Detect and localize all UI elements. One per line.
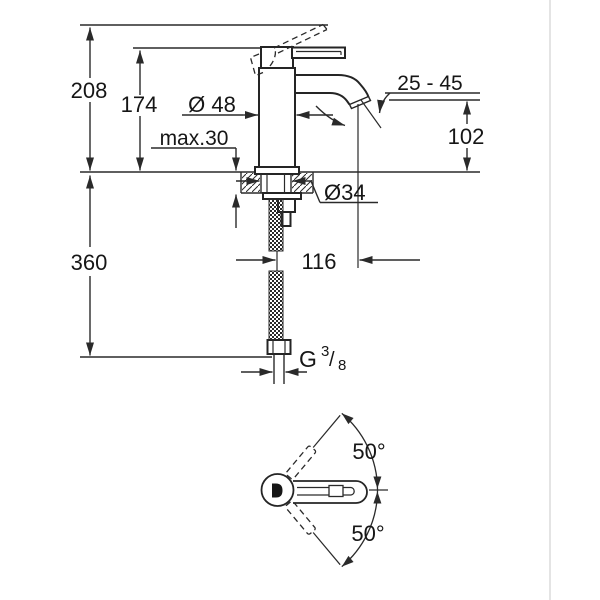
- deck-cross-section: [240, 172, 314, 194]
- dim-label-102: 102: [448, 124, 485, 149]
- hose-fitting-nut: [266, 339, 292, 355]
- lever-handle: [291, 46, 346, 59]
- handle-top-view: 50° 50°: [260, 412, 388, 568]
- raised-lever-ghost: [249, 23, 328, 77]
- dimension-hose-length: 360: [71, 175, 108, 356]
- swing-arc: [341, 412, 379, 568]
- dimension-overall-height: 208: [71, 27, 108, 171]
- dim-label-208: 208: [71, 78, 108, 103]
- handle-slot: [297, 486, 355, 496]
- deck-hatch-right: [292, 173, 312, 192]
- dim-label-174: 174: [121, 92, 158, 117]
- hub-indicator-mark: [272, 483, 283, 498]
- cartridge-cap: [260, 46, 294, 69]
- dim-label-2545: 25 - 45: [397, 72, 462, 95]
- faucet-body: [249, 23, 382, 268]
- thread-separator: /: [329, 349, 335, 371]
- thread-numerator: 3: [321, 343, 329, 360]
- handle-slot-insert: [328, 484, 344, 498]
- dimension-hole-diameter: Ø34: [236, 177, 378, 205]
- thread-prefix: G: [299, 346, 317, 372]
- dimension-thread-size: G 3 / 8: [241, 343, 346, 376]
- handle-ghost-lower: [285, 500, 341, 566]
- tilted-stream-line: [360, 99, 382, 129]
- hose-lower: [268, 270, 284, 341]
- arc-arrow-mid-lower: [373, 491, 382, 504]
- arc-arrow-lower: [341, 555, 354, 567]
- deck-hatch-left: [242, 173, 260, 192]
- hose-upper: [268, 198, 284, 252]
- front-elevation: 208 174 Ø 48 max.30 25 - 45: [71, 23, 485, 384]
- dim-label-max30: max.30: [160, 127, 229, 150]
- spout: [295, 74, 372, 110]
- dim-label-d48: Ø 48: [188, 92, 236, 117]
- body-cylinder: [258, 67, 296, 168]
- arc-arrow-mid-upper: [373, 476, 382, 489]
- base-flange: [254, 166, 300, 175]
- dimension-body-height: 174: [121, 50, 158, 171]
- arc-arrow-upper: [341, 413, 354, 425]
- handle-ghost-upper: [285, 414, 341, 480]
- dimension-max-deck-thickness: max.30: [151, 127, 240, 228]
- dimension-spout-height: 102: [448, 101, 485, 171]
- dim-label-116: 116: [301, 249, 336, 274]
- aerator-face: [348, 95, 372, 110]
- right-edge-divider: [549, 0, 551, 600]
- dim-label-50-upper: 50°: [352, 439, 385, 464]
- dimension-spout-reach: 116: [236, 249, 420, 274]
- dimension-aerator-range: 25 - 45: [377, 72, 480, 114]
- thread-denominator: 8: [338, 357, 346, 374]
- supply-hose: [266, 198, 292, 384]
- dim-label-50-lower: 50°: [351, 521, 384, 546]
- dimension-body-diameter: Ø 48: [182, 92, 333, 119]
- dim-label-d34: Ø34: [324, 180, 366, 205]
- dim-label-360: 360: [71, 250, 108, 275]
- stream-swing-arrow: [315, 105, 346, 127]
